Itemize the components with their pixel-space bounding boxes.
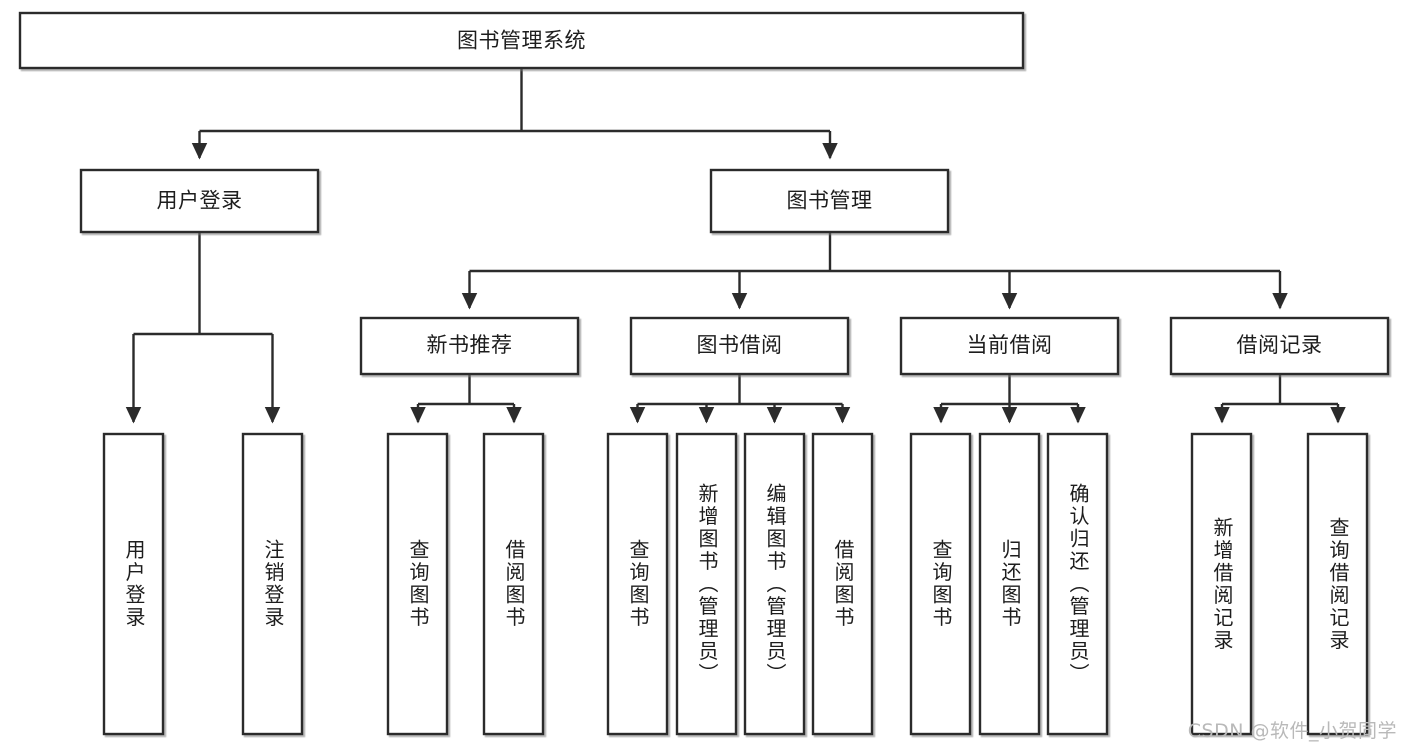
leaf-box-user-login-1[interactable] — [241, 432, 304, 736]
node-book-management[interactable]: 图书管理 — [709, 168, 950, 234]
node-user-login-label: 用户登录 — [157, 189, 243, 213]
connector-borrowrecord-to-leaves — [1214, 374, 1346, 424]
connector-currentborrow-to-leaves — [933, 374, 1086, 424]
node-user-login[interactable]: 用户登录 — [79, 168, 320, 234]
node-new-book-recommend-label: 新书推荐 — [427, 333, 513, 357]
leaf-box-book-borrow-0[interactable] — [606, 432, 669, 736]
watermark: CSDN @软件_小贺同学 — [1187, 720, 1397, 742]
node-book-borrow[interactable]: 图书借阅 — [629, 316, 850, 376]
leaf-box-borrow-record-0[interactable] — [1190, 432, 1253, 736]
leaf-box-book-borrow-2[interactable] — [743, 432, 806, 736]
leaf-box-borrow-record-1[interactable] — [1306, 432, 1369, 736]
leaf-box-user-login-0[interactable] — [102, 432, 165, 736]
node-borrow-record-label: 借阅记录 — [1237, 333, 1323, 357]
leaf-box-current-borrow-2[interactable] — [1046, 432, 1109, 736]
leaf-box-book-borrow-1[interactable] — [675, 432, 738, 736]
node-current-borrow-label: 当前借阅 — [967, 333, 1053, 357]
node-current-borrow[interactable]: 当前借阅 — [899, 316, 1120, 376]
leaf-box-book-borrow-3[interactable] — [811, 432, 874, 736]
node-borrow-record[interactable]: 借阅记录 — [1169, 316, 1390, 376]
node-book-borrow-label: 图书借阅 — [697, 333, 783, 357]
connector-userlogin-to-leaves — [125, 232, 281, 424]
leaf-box-new-book-0[interactable] — [386, 432, 449, 736]
node-book-management-label: 图书管理 — [787, 189, 873, 213]
leaf-box-current-borrow-0[interactable] — [909, 432, 972, 736]
connector-root-to-level2 — [191, 68, 838, 160]
node-root[interactable]: 图书管理系统 — [18, 11, 1025, 70]
node-new-book-recommend[interactable]: 新书推荐 — [359, 316, 580, 376]
leaf-box-current-borrow-1[interactable] — [978, 432, 1041, 736]
connector-newbook-to-leaves — [410, 374, 522, 424]
connector-bookborrow-to-leaves — [629, 374, 851, 424]
leaf-box-new-book-1[interactable] — [482, 432, 545, 736]
node-root-label: 图书管理系统 — [457, 29, 586, 53]
connector-bookmgmt-to-level3 — [461, 232, 1288, 310]
